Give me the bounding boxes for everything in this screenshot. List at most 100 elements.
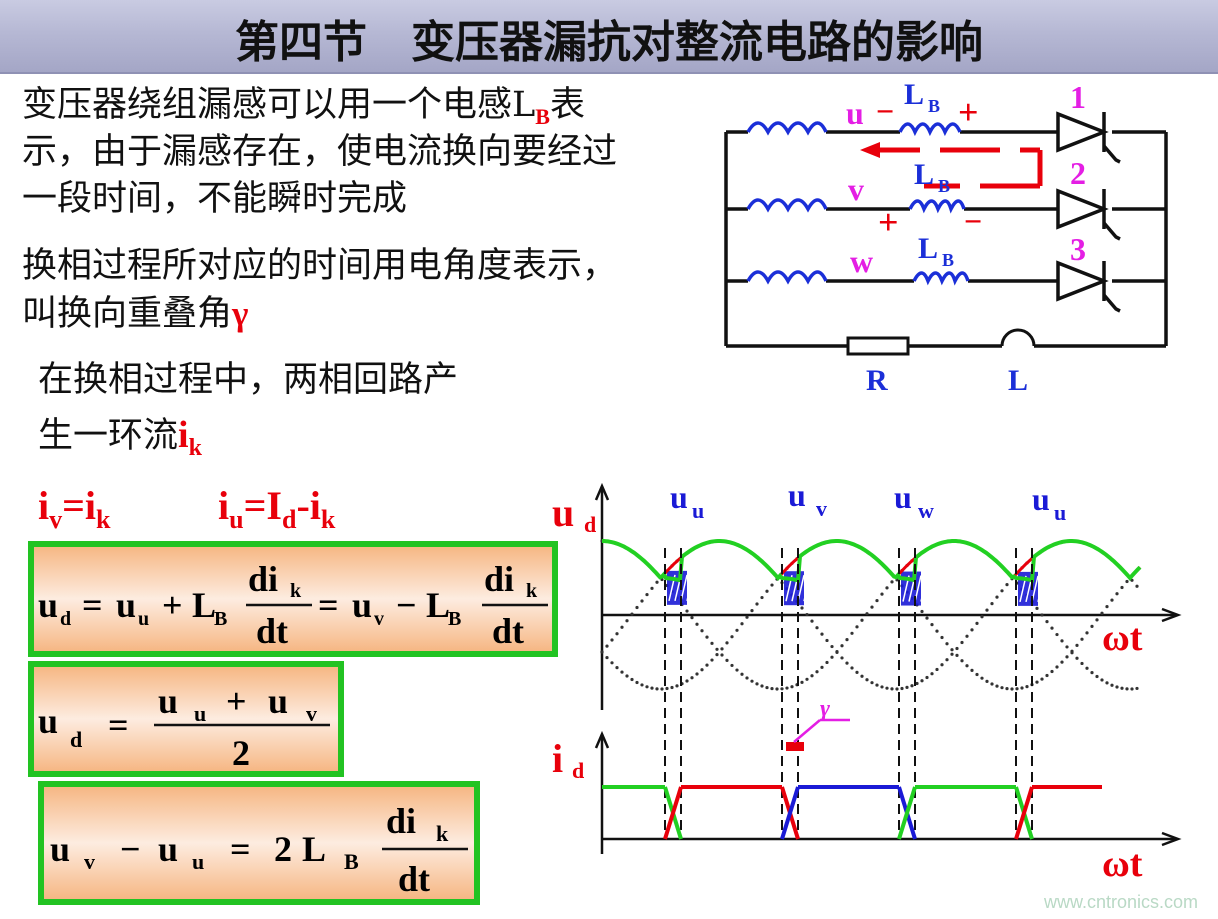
phase-u-label: u <box>846 95 864 131</box>
dotted-point-1 <box>705 663 709 667</box>
id-rise-2 <box>897 786 917 840</box>
svg-text:B: B <box>214 608 227 630</box>
svg-text:w: w <box>918 498 934 523</box>
dotted-point-1 <box>1100 611 1104 615</box>
circulating-current-path <box>874 147 1043 189</box>
dotted-point-1 <box>605 655 609 660</box>
dotted-point-2 <box>865 612 869 616</box>
ud-actual-envelope <box>602 539 1142 583</box>
dotted-point-1 <box>1035 680 1039 684</box>
dotted-point-1 <box>975 672 979 677</box>
equation-box-3: u v − u u = 2 L B di k dt <box>38 781 480 905</box>
svg-text:u: u <box>894 479 912 515</box>
dotted-point-2 <box>1055 632 1059 637</box>
thyristors <box>1056 111 1121 313</box>
dotted-point-2 <box>685 609 689 613</box>
svg-text:dt: dt <box>256 611 288 651</box>
svg-text:=: = <box>318 585 339 625</box>
svg-text:v: v <box>816 496 827 521</box>
dotted-point-1 <box>1120 585 1124 590</box>
inductor-label: L <box>1008 364 1028 397</box>
dotted-point-0 <box>840 656 844 660</box>
lb1-label: L <box>904 78 924 111</box>
dotted-point-1 <box>645 685 649 689</box>
id-rise-1 <box>780 786 800 840</box>
dotted-point-2 <box>1130 687 1134 691</box>
dotted-point-1 <box>970 668 974 672</box>
dotted-point-1 <box>1015 687 1019 691</box>
dotted-point-1 <box>685 679 689 683</box>
dotted-point-1 <box>1045 673 1049 678</box>
dotted-point-1 <box>755 602 759 606</box>
svg-text:B: B <box>448 608 461 630</box>
dotted-point-2 <box>695 622 699 626</box>
dotted-point-1 <box>995 684 999 688</box>
dotted-point-2 <box>1080 661 1084 666</box>
dotted-point-1 <box>1010 687 1014 691</box>
dotted-point-0 <box>635 605 639 610</box>
svg-text:dt: dt <box>492 611 524 651</box>
svg-text:u: u <box>38 585 58 625</box>
dotted-point-2 <box>1135 686 1139 691</box>
lb2-label: L <box>914 158 934 191</box>
current-arrow <box>860 142 880 158</box>
dotted-point-0 <box>625 619 629 623</box>
dotted-point-1 <box>955 653 959 657</box>
dotted-point-2 <box>715 647 719 651</box>
dotted-point-1 <box>745 615 749 619</box>
dotted-point-0 <box>1005 583 1009 587</box>
svg-text:u: u <box>158 681 178 721</box>
svg-text:v: v <box>374 608 384 630</box>
omega-t-label-1: ωt <box>1102 617 1143 659</box>
load-inductor <box>1000 328 1036 347</box>
v-plus: + <box>878 202 899 242</box>
thyristor-2-label: 2 <box>1070 155 1086 191</box>
dotted-point-2 <box>855 625 859 629</box>
dotted-point-0 <box>900 686 904 691</box>
dotted-point-2 <box>880 592 884 596</box>
dotted-point-1 <box>980 676 984 680</box>
svg-text:d: d <box>60 608 71 630</box>
dotted-point-1 <box>670 685 674 690</box>
dotted-point-0 <box>970 628 974 632</box>
dotted-point-1 <box>740 622 744 626</box>
gamma-symbol: γ <box>232 294 249 333</box>
hatch-2-3 <box>920 575 928 602</box>
resistor-r <box>846 336 910 356</box>
hatch-3-3 <box>1037 575 1045 603</box>
dotted-point-0 <box>905 685 909 690</box>
dotted-point-2 <box>810 674 814 678</box>
dotted-point-1 <box>920 609 924 614</box>
dotted-point-2 <box>870 605 874 609</box>
dotted-point-0 <box>860 674 864 678</box>
svg-text:=: = <box>82 585 103 625</box>
dotted-point-1 <box>620 670 624 674</box>
svg-text:k: k <box>526 580 538 602</box>
gamma-marker: γ <box>786 696 850 751</box>
para1-line1: 变压器绕组漏感可以用一个电感LB表 <box>22 85 585 129</box>
dotted-point-2 <box>1040 613 1044 617</box>
dotted-point-0 <box>825 638 829 643</box>
para3-line2: 生一环流ik <box>38 414 202 461</box>
svg-text:B: B <box>942 250 954 270</box>
dotted-point-2 <box>1065 645 1069 649</box>
omega-t-label-2: ωt <box>1102 843 1143 885</box>
dotted-point-1 <box>1065 655 1069 659</box>
dotted-point-2 <box>710 641 714 645</box>
svg-text:u: u <box>158 829 178 869</box>
dotted-point-0 <box>975 621 979 625</box>
dotted-point-1 <box>675 684 679 688</box>
dotted-point-0 <box>915 681 919 686</box>
svg-text:u: u <box>788 478 806 513</box>
svg-text:L: L <box>426 585 450 625</box>
dotted-point-0 <box>645 592 649 597</box>
dotted-point-0 <box>850 666 854 670</box>
dotted-point-0 <box>815 626 819 630</box>
dotted-point-0 <box>615 632 619 636</box>
dotted-point-0 <box>910 684 914 688</box>
dotted-point-2 <box>740 672 744 676</box>
u-minus: − <box>876 93 894 129</box>
id-label: i <box>552 736 563 781</box>
dotted-point-0 <box>820 632 824 636</box>
svg-text:d: d <box>70 727 82 752</box>
